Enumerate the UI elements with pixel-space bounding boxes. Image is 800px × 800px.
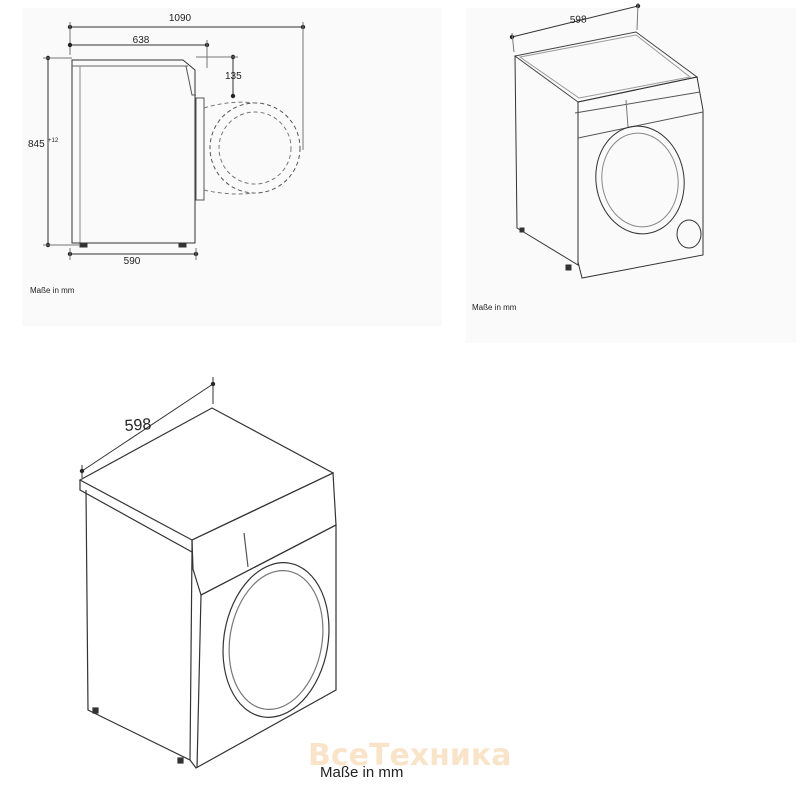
dim-height: 845 (28, 139, 45, 150)
door-swing-circle (209, 102, 301, 194)
iso-small-drawing (509, 2, 704, 279)
iso-large-door (222, 562, 330, 718)
iso-large-caption: Maße in mm (320, 764, 404, 781)
side-view-body-outline (71, 59, 196, 244)
dim-door-depth: 135 (225, 71, 242, 82)
side-view-drawing (43, 22, 306, 260)
dim-total-depth: 1090 (169, 13, 192, 24)
iso-large-dim-width: 598 (124, 416, 152, 435)
iso-small-caption: Maße in mm (472, 303, 517, 312)
iso-large-top (78, 407, 335, 541)
dim-height-tolerance: +12 (48, 138, 59, 144)
side-view-caption: Maße in mm (30, 286, 75, 295)
iso-large-drawing (78, 377, 337, 769)
watermark-logo: ВсеТехника (308, 738, 512, 773)
dim-base-depth: 590 (124, 256, 141, 267)
iso-small-door (595, 125, 685, 235)
iso-small-dim-width: 598 (570, 14, 587, 26)
dim-body-depth: 638 (133, 35, 150, 46)
iso-small-panel (466, 8, 796, 343)
